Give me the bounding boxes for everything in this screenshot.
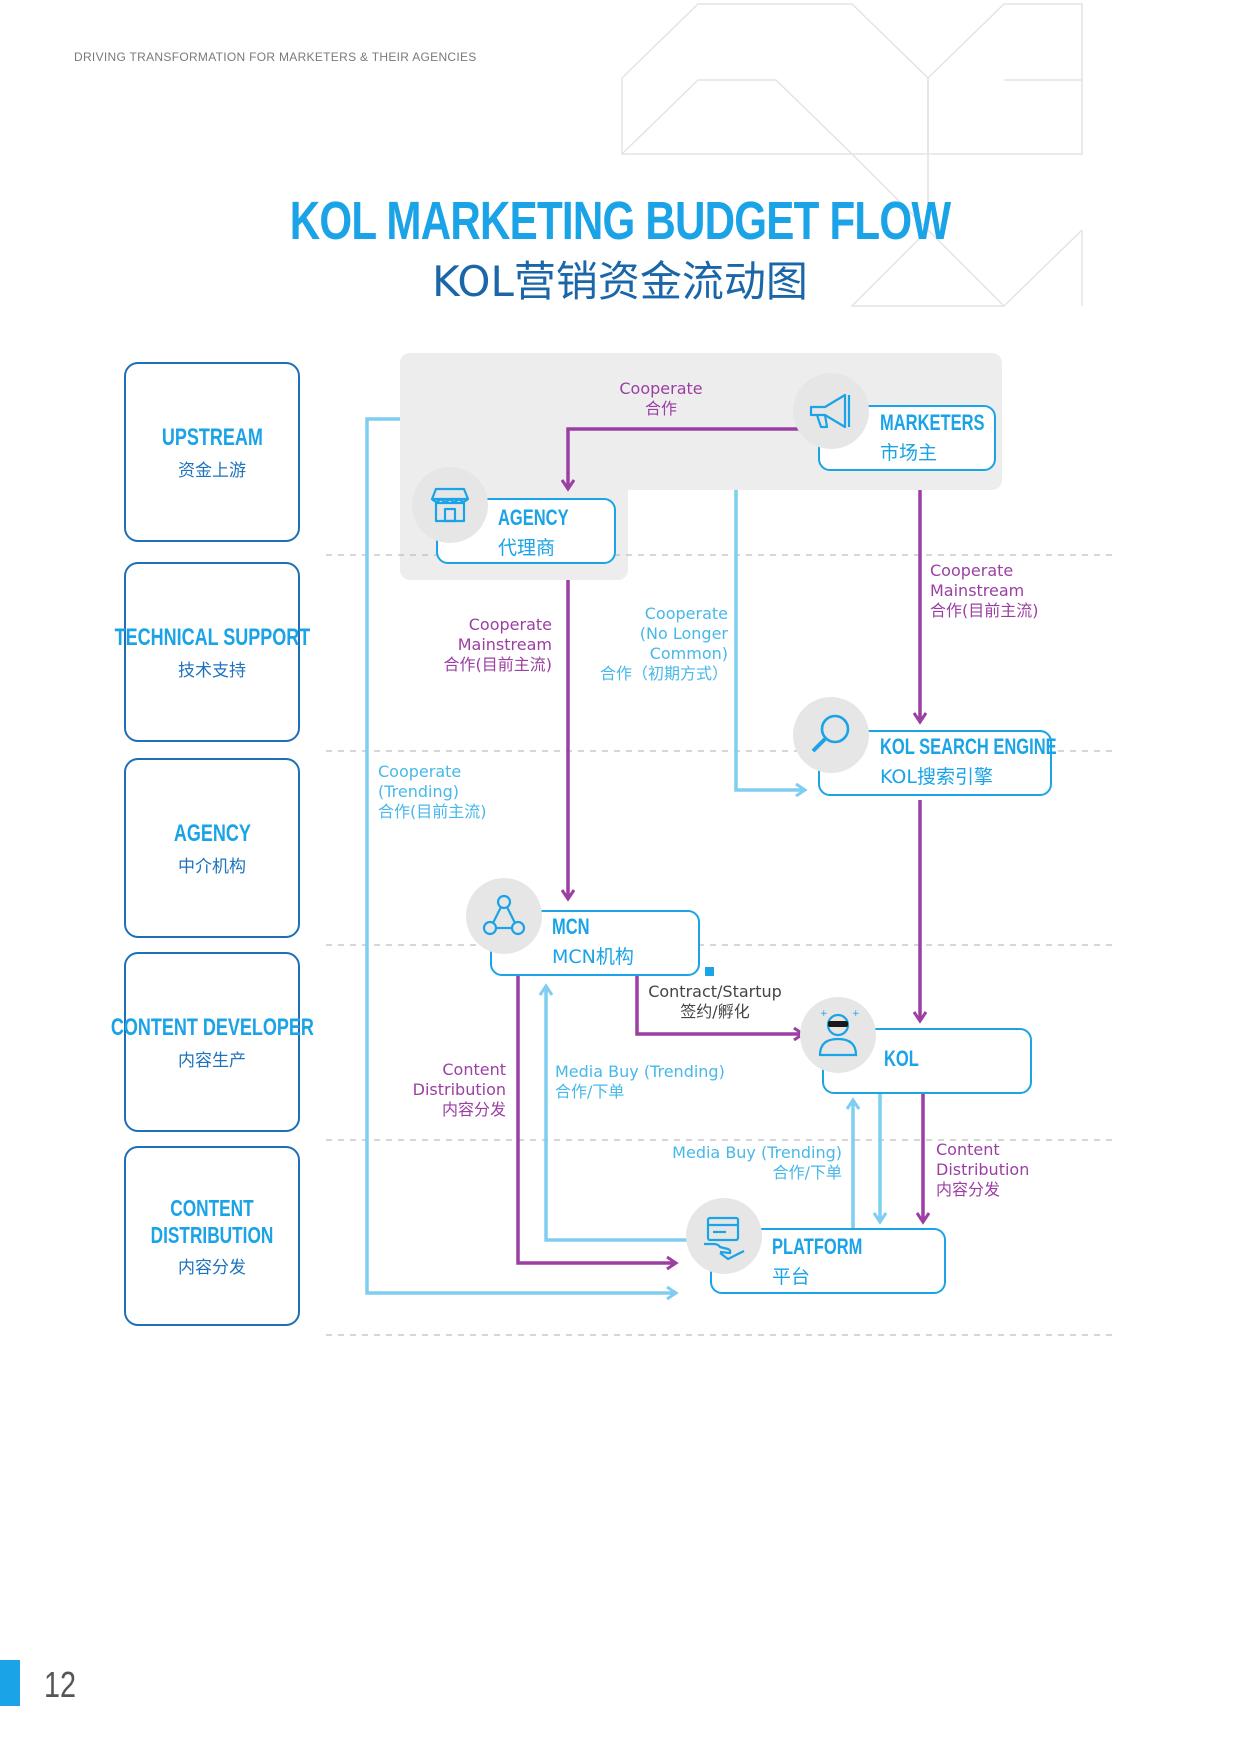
- person-sunglasses-icon: + +: [800, 997, 876, 1073]
- label-line: 合作(目前主流): [930, 601, 1039, 620]
- label-line: 合作/下单: [555, 1082, 625, 1101]
- node-label: KOL SEARCH ENGINE: [880, 734, 1057, 759]
- edge-label-trending: Cooperate (Trending) 合作(目前主流): [378, 762, 487, 822]
- node-label: KOL: [884, 1046, 919, 1071]
- svg-text:+: +: [820, 1009, 828, 1019]
- stage-label: AGENCY: [173, 819, 251, 847]
- edge-label-no-longer-common: Cooperate (No Longer Common) 合作（初期方式）: [572, 604, 728, 684]
- page-subtitle: KOL营销资金流动图: [432, 257, 808, 306]
- label-line: Contract/Startup: [648, 982, 782, 1001]
- label-line: 合作(目前主流): [443, 655, 553, 674]
- stage-label: CONTENT DEVELOPER: [110, 1013, 314, 1041]
- connector-marketers-agency: [568, 427, 804, 489]
- background-hexagon-pattern: [621, 3, 1083, 308]
- stage-upstream: UPSTREAM 资金上游: [124, 362, 300, 542]
- stage-content-distribution: CONTENT DISTRIBUTION 内容分发: [124, 1146, 300, 1326]
- stage-technical-support: TECHNICAL SUPPORT 技术支持: [114, 562, 310, 742]
- label-line: 合作/下单: [772, 1163, 842, 1182]
- stage-agency: AGENCY 中介机构: [124, 758, 300, 938]
- label-line: Media Buy (Trending): [672, 1143, 842, 1162]
- stage-content-developer: CONTENT DEVELOPER 内容生产: [110, 952, 314, 1132]
- payment-hand-icon: [686, 1198, 762, 1274]
- label-line: (Trending): [378, 782, 460, 801]
- edge-label-media-buy-mcn: Media Buy (Trending) 合作/下单: [555, 1062, 725, 1102]
- label-line: Mainstream: [930, 581, 1025, 600]
- megaphone-icon: [793, 373, 869, 449]
- label-line: (No Longer: [639, 624, 728, 643]
- stage-label-cn: 内容生产: [178, 1050, 246, 1071]
- label-line: 内容分发: [441, 1100, 506, 1119]
- node-label-cn: KOL搜索引擎: [880, 766, 993, 788]
- shop-icon: [412, 467, 488, 543]
- node-label-cn: MCN机构: [552, 946, 634, 968]
- stage-label: CONTENT DISTRIBUTION: [150, 1194, 274, 1248]
- label-line: Mainstream: [457, 635, 552, 654]
- node-label-cn: 平台: [772, 1266, 811, 1288]
- marker-square: [705, 967, 714, 976]
- edge-label-marketers-search: Cooperate Mainstream 合作(目前主流): [930, 561, 1039, 621]
- node-label: PLATFORM: [772, 1234, 863, 1259]
- label-line: 合作（初期方式）: [599, 664, 728, 683]
- network-icon: [466, 878, 542, 954]
- stage-label: TECHNICAL SUPPORT: [114, 623, 310, 651]
- edge-label-cooperate: Cooperate 合作: [602, 379, 720, 419]
- stage-label: UPSTREAM: [161, 423, 263, 451]
- node-label-cn: 代理商: [498, 537, 556, 559]
- node-label: AGENCY: [498, 505, 569, 530]
- label-line: Cooperate: [378, 762, 462, 781]
- page-title: KOL MARKETING BUDGET FLOW: [289, 191, 951, 251]
- connector-mcn-kol: [635, 975, 803, 1034]
- label-line: Cooperate: [468, 615, 552, 634]
- connector-platform-mcn: [546, 986, 688, 1242]
- label-line: 内容分发: [936, 1180, 1001, 1199]
- connector-marketers-platform: [365, 417, 676, 1293]
- label-line: Content: [936, 1140, 1000, 1159]
- stage-label-cn: 内容分发: [178, 1257, 246, 1278]
- stage-label-cn: 技术支持: [178, 660, 246, 681]
- label-line: Distribution: [936, 1160, 1030, 1179]
- edge-label-contract-startup: Contract/Startup 签约/孵化: [640, 982, 790, 1022]
- page-number: 12: [44, 1664, 77, 1705]
- connector-marketers-search-engine: [734, 490, 805, 790]
- label-line: Distribution: [412, 1080, 506, 1099]
- edge-label-agency-mcn: Cooperate Mainstream 合作(目前主流): [400, 615, 553, 675]
- connector-mcn-platform: [516, 975, 676, 1263]
- running-header: DRIVING TRANSFORMATION FOR MARKETERS & T…: [74, 50, 477, 64]
- label-line: 合作: [644, 399, 677, 418]
- label-line: Content: [442, 1060, 506, 1079]
- node-label-cn: 市场主: [880, 442, 938, 464]
- node-label: MARKETERS: [880, 410, 985, 435]
- edge-label-kol-distribution: Content Distribution 内容分发: [936, 1140, 1029, 1200]
- label-line: 签约/孵化: [680, 1002, 750, 1021]
- stage-label-cn: 资金上游: [178, 460, 246, 481]
- svg-text:+: +: [852, 1009, 860, 1019]
- label-line: Media Buy (Trending): [555, 1062, 725, 1081]
- edge-label-mcn-distribution: Content Distribution 内容分发: [396, 1060, 506, 1120]
- label-line: Cooperate: [644, 604, 728, 623]
- label-line: Cooperate: [930, 561, 1014, 580]
- edge-label-media-buy-kol: Media Buy (Trending) 合作/下单: [640, 1143, 842, 1183]
- label-line: Cooperate: [619, 379, 703, 398]
- node-label: MCN: [552, 914, 590, 939]
- label-line: Common): [649, 644, 728, 663]
- page-number-bar: [0, 1660, 20, 1706]
- label-line: 合作(目前主流): [378, 802, 487, 821]
- stage-label-cn: 中介机构: [178, 856, 246, 877]
- magnifier-icon: [793, 697, 869, 773]
